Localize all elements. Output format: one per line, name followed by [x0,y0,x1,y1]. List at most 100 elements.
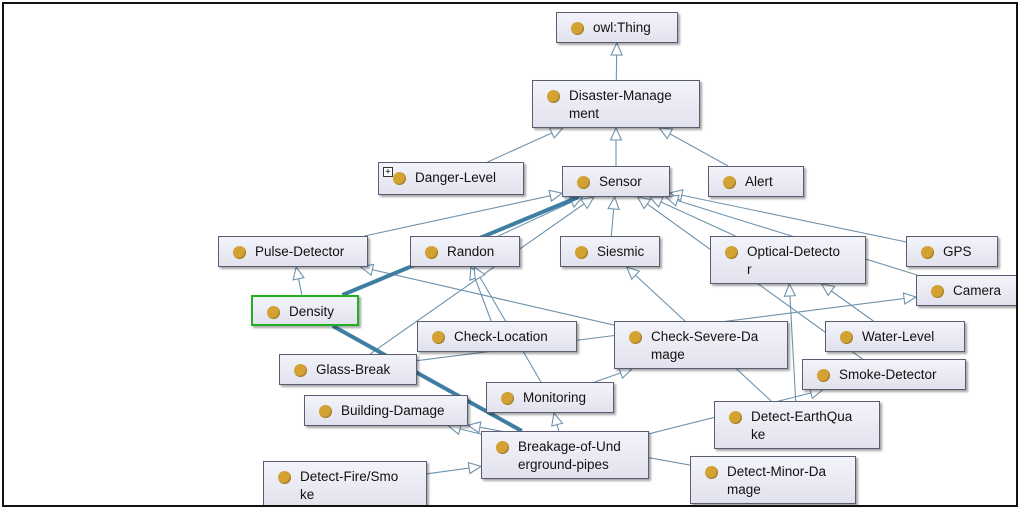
class-node-label: Disaster-Manage ment [569,88,672,121]
subclass-arrowhead-disaster-management-to-owl-thing [610,41,623,56]
expand-toggle-icon[interactable]: + [383,167,393,177]
subclass-arrowhead-alert-to-disaster-management [658,127,674,140]
class-node-danger-level[interactable]: + Danger-Level [378,162,524,195]
class-node-label: Danger-Level [415,170,497,185]
class-circle-icon [294,364,307,377]
class-circle-icon [629,331,642,344]
subclass-arrowhead-breakage-of-underground-pipes-to-monitoring [551,411,564,427]
class-node-label: Check-Severe-Da mage [651,329,759,362]
subclass-arrowhead-siesmic-to-sensor [607,195,620,211]
subclass-edge-danger-level-to-disaster-management [487,127,564,163]
subclass-arrowhead-optical-detector-to-sensor [648,196,665,208]
subclass-arrowhead-sensor-to-disaster-management [609,126,623,141]
class-node-siesmic[interactable]: Siesmic [560,236,660,267]
class-circle-icon [840,331,853,344]
class-node-label: Optical-Detecto r [747,244,841,277]
class-node-sensor[interactable]: Sensor [562,166,670,197]
class-circle-icon [501,392,514,405]
class-circle-icon [931,285,944,298]
class-circle-icon [725,246,738,259]
class-node-monitoring[interactable]: Monitoring [486,382,614,413]
class-node-breakage-of-underground-pipes[interactable]: Breakage-of-Und erground-pipes [481,431,649,479]
class-node-camera[interactable]: Camera [916,275,1016,306]
class-node-label: Detect-EarthQua ke [751,409,853,442]
subclass-arrowhead-pulse-detector-to-sensor [548,189,564,203]
class-circle-icon [575,246,588,259]
class-node-label: Detect-Minor-Da mage [727,464,827,497]
subclass-edge-pulse-detector-to-sensor [364,192,563,237]
class-node-check-location[interactable]: Check-Location [417,321,577,352]
class-node-detect-earthquake[interactable]: Detect-EarthQua ke [714,401,880,449]
class-circle-icon [278,471,291,484]
subclass-edge-detect-earthquake-to-optical-detector [788,283,797,402]
class-node-density[interactable]: Density [251,295,359,326]
subclass-arrowhead-camera-to-sensor [664,194,680,207]
class-circle-icon [267,306,280,319]
class-node-water-level[interactable]: Water-Level [825,321,965,352]
class-node-label: Sensor [599,174,642,189]
subclass-arrowhead-smoke-detector-to-sensor [636,196,652,210]
class-node-label: Camera [953,283,1002,298]
class-circle-icon [425,246,438,259]
class-node-gps[interactable]: GPS [906,236,998,267]
class-node-label: Smoke-Detector [839,367,937,382]
subclass-arrowhead-monitoring-to-check-severe-damage [618,367,634,380]
class-circle-icon [705,466,718,479]
class-node-check-severe-damage[interactable]: Check-Severe-Da mage [614,321,788,369]
class-node-glass-break[interactable]: Glass-Break [279,354,417,385]
class-circle-icon [921,246,934,259]
class-node-label: Alert [745,174,773,189]
class-node-pulse-detector[interactable]: Pulse-Detector [218,236,368,267]
class-circle-icon [432,331,445,344]
subclass-arrowhead-monitoring-to-randon [473,265,486,282]
class-node-label: owl:Thing [593,20,651,35]
class-node-detect-fire-smoke[interactable]: Detect-Fire/Smo ke [263,461,427,505]
class-node-label: Siesmic [597,244,645,259]
subclass-arrowhead-glass-break-to-sensor [579,196,595,210]
class-node-label: Breakage-of-Und erground-pipes [518,439,621,472]
class-circle-icon [723,176,736,189]
class-node-label: Monitoring [523,390,587,405]
class-node-alert[interactable]: Alert [708,166,804,197]
class-circle-icon [233,246,246,259]
subclass-arrowhead-detect-earthquake-to-siesmic [625,266,641,281]
class-node-label: Water-Level [862,329,935,344]
class-circle-icon [496,441,509,454]
class-node-label: Pulse-Detector [255,244,345,259]
class-circle-icon [393,172,406,185]
class-circle-icon [577,176,590,189]
subclass-arrowhead-danger-level-to-disaster-management [548,127,565,139]
class-circle-icon [319,405,332,418]
subclass-arrowhead-glass-break-to-camera [902,292,918,305]
class-node-building-damage[interactable]: Building-Damage [304,395,468,426]
subclass-arrowhead-water-level-to-optical-detector [820,283,836,297]
subclass-arrowhead-detect-fire-smoke-to-breakage-of-underground-pipes [467,461,483,475]
subclass-edge-gps-to-sensor [669,192,907,243]
class-node-optical-detector[interactable]: Optical-Detecto r [710,236,866,284]
class-node-disaster-management[interactable]: Disaster-Manage ment [532,80,700,128]
class-node-label: Building-Damage [341,403,445,418]
class-circle-icon [817,369,830,382]
class-node-randon[interactable]: Randon [410,236,520,267]
subclass-arrowhead-detect-minor-damage-to-building-damage [466,421,482,434]
subclass-edge-randon-to-sensor [498,196,583,237]
class-node-label: Glass-Break [316,362,391,377]
class-node-label: Randon [447,244,495,259]
class-circle-icon [547,90,560,103]
highlighted-edge-density-to-breakage-of-underground-pipes [331,324,523,433]
class-node-label: Check-Location [454,329,548,344]
class-node-detect-minor-damage[interactable]: Detect-Minor-Da mage [690,456,856,504]
class-node-label: GPS [943,244,972,259]
class-circle-icon [729,411,742,424]
subclass-arrowhead-density-to-pulse-detector [292,265,305,281]
subclass-edge-check-severe-damage-to-pulse-detector [360,266,615,326]
subclass-edge-optical-detector-to-sensor [649,196,736,237]
subclass-edge-alert-to-disaster-management [659,127,729,167]
class-node-smoke-detector[interactable]: Smoke-Detector [802,359,966,390]
class-node-owl-thing[interactable]: owl:Thing [556,12,678,43]
subclass-arrowhead-detect-earthquake-to-optical-detector [783,282,797,297]
class-node-label: Detect-Fire/Smo ke [300,469,399,502]
class-node-label: Density [289,304,335,319]
class-circle-icon [571,22,584,35]
